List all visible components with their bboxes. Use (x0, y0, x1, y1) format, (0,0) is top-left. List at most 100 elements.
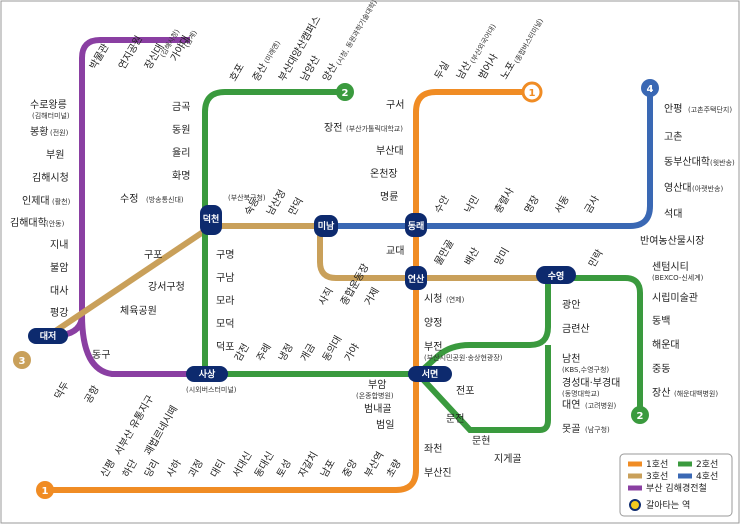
station-dongbaek[interactable]: 동백 (652, 315, 670, 327)
station-namcheon[interactable]: 남천 (562, 353, 580, 365)
station-buwon[interactable]: 부원 (46, 149, 64, 161)
station-yangjeong[interactable]: 양정 (424, 317, 442, 329)
station-jigegol[interactable]: 지게골 (494, 453, 522, 465)
station-jinae[interactable]: 지내 (50, 239, 68, 251)
station-deokpo[interactable]: 덕포 (216, 341, 234, 353)
transfer-suyeong[interactable]: 수영 (536, 266, 576, 284)
svg-text:연산: 연산 (408, 273, 425, 285)
svg-text:3: 3 (19, 356, 26, 367)
station-busandae[interactable]: 부산대 (376, 145, 404, 157)
line-1 (45, 89, 532, 493)
station-haeundae[interactable]: 해운대 (652, 338, 680, 351)
svg-text:(BEXCO-신세계): (BEXCO-신세계) (652, 273, 704, 282)
transfer-yeonsan[interactable]: 연산 (405, 266, 427, 290)
station-injedae[interactable]: 인제대 (22, 195, 50, 207)
transfer-deokcheon[interactable]: 덕천 (부산북구청) (200, 193, 266, 235)
station-yulli[interactable]: 율리 (172, 147, 190, 159)
station-guseo[interactable]: 구서 (386, 99, 404, 111)
svg-text:(전원): (전원) (50, 128, 69, 137)
station-anpyeong[interactable]: 안평 (664, 103, 682, 115)
svg-text:(동명대학교): (동명대학교) (562, 389, 600, 398)
svg-text:대저: 대저 (40, 330, 57, 342)
station-geumgok[interactable]: 금곡 (172, 101, 190, 113)
svg-text:(고촌주택단지): (고촌주택단지) (688, 105, 732, 114)
station-seokdae[interactable]: 석대 (664, 208, 682, 220)
station-mora[interactable]: 모라 (216, 295, 234, 307)
station-gochon[interactable]: 고촌 (664, 131, 682, 143)
svg-text:4호선: 4호선 (696, 471, 718, 482)
line-2-south (415, 345, 551, 433)
station-daeyeon[interactable]: 대연 (562, 399, 580, 411)
station-centum[interactable]: 센텀시티 (652, 261, 689, 273)
station-oncheonjang[interactable]: 온천장 (370, 168, 398, 180)
svg-text:(시외버스터미널): (시외버스터미널) (186, 385, 237, 394)
svg-text:(방송통신대): (방송통신대) (146, 195, 184, 204)
legend: 1호선 2호선 3호선 4호선 부산 김해경전철 갈아타는 역 (619, 453, 733, 517)
svg-text:2호선: 2호선 (696, 459, 718, 470)
station-gupo[interactable]: 구포 (144, 250, 162, 261)
station-bujeon[interactable]: 부전 (424, 341, 442, 353)
svg-text:(아랫반송): (아랫반송) (692, 184, 723, 193)
station-gimhae-city[interactable]: 김해시청 (32, 171, 69, 184)
station-gimhae-univ[interactable]: 김해대학 (10, 216, 47, 229)
station-donggu[interactable]: 동구 (92, 349, 110, 361)
station-daesa[interactable]: 대사 (50, 285, 68, 297)
svg-text:1: 1 (42, 486, 49, 497)
station-geumnyeonsan[interactable]: 금련산 (562, 323, 590, 335)
station-sujeong[interactable]: 수정 (120, 193, 138, 205)
transfer-daejeo[interactable]: 대저 (28, 328, 68, 344)
station-pyeonggang[interactable]: 평강 (50, 307, 68, 319)
svg-text:(부산시민공원·송상현광장): (부산시민공원·송상현광장) (424, 353, 503, 362)
svg-text:(활천): (활천) (52, 197, 71, 206)
station-dongbu-univ[interactable]: 동부산대학 (664, 156, 710, 168)
station-beomnaegol[interactable]: 범내골 (364, 403, 392, 415)
station-modeok[interactable]: 모덕 (216, 318, 234, 330)
svg-text:(부산가톨릭대학교): (부산가톨릭대학교) (346, 124, 403, 133)
station-bulam[interactable]: 불암 (50, 262, 68, 274)
station-cheyuk[interactable]: 체육공원 (120, 305, 157, 317)
svg-text:서면: 서면 (422, 368, 439, 380)
station-jungdong[interactable]: 중동 (652, 363, 670, 375)
svg-text:(안동): (안동) (46, 219, 65, 228)
station-museum-art[interactable]: 시립미술관 (652, 291, 698, 304)
svg-text:동래: 동래 (408, 220, 425, 232)
station-gwangan[interactable]: 광안 (562, 299, 580, 311)
station-munjeon[interactable]: 문전 (446, 413, 464, 425)
station-dongwon[interactable]: 동원 (172, 124, 190, 136)
station-myeongnyun[interactable]: 명륜 (380, 191, 398, 203)
svg-text:사상: 사상 (199, 368, 216, 380)
station-hwamyeong[interactable]: 화명 (172, 170, 190, 182)
svg-text:4: 4 (647, 84, 654, 95)
station-gunam[interactable]: 구남 (216, 272, 234, 284)
station-gangseo-gu[interactable]: 강서구청 (148, 281, 185, 293)
line-1-badge-bottom: 1 (36, 481, 54, 499)
line-bgl (44, 37, 195, 377)
station-bueam[interactable]: 부암 (368, 379, 386, 391)
transfer-seomyeon[interactable]: 서면 (408, 366, 452, 382)
station-gyeongseong[interactable]: 경성대·부경대 (562, 376, 620, 389)
station-yeongsan-univ[interactable]: 영산대 (664, 182, 692, 194)
station-gyodae[interactable]: 교대 (386, 245, 404, 257)
station-munhyeon[interactable]: 문현 (472, 435, 490, 447)
svg-text:(남구청): (남구청) (585, 425, 610, 434)
svg-text:(KBS,수영구청): (KBS,수영구청) (562, 365, 609, 374)
station-gumyeong[interactable]: 구명 (216, 249, 234, 261)
svg-text:(부산북구청): (부산북구청) (228, 193, 266, 202)
station-jangjeon[interactable]: 장전 (324, 122, 342, 134)
station-sicheong[interactable]: 시청 (424, 293, 442, 305)
station-motgol[interactable]: 못골 (562, 423, 580, 435)
svg-text:수영: 수영 (548, 270, 565, 282)
transfer-dongnae[interactable]: 동래 (405, 213, 427, 237)
station-busanjin[interactable]: 부산진 (424, 467, 452, 479)
station-banyeo[interactable]: 반여농산물시장 (640, 235, 704, 247)
station-beomil[interactable]: 범일 (376, 419, 394, 431)
station-jwacheon[interactable]: 좌천 (424, 443, 442, 455)
svg-text:(온종합병원): (온종합병원) (356, 391, 394, 400)
station-suroreung[interactable]: 수로왕릉 (30, 99, 67, 111)
station-jeonpo[interactable]: 전포 (456, 385, 474, 397)
transfer-sasang[interactable]: 사상 (시외버스터미널) (186, 366, 237, 394)
station-bonghwang[interactable]: 봉황 (30, 126, 48, 138)
line-3 (43, 223, 560, 341)
transfer-minam[interactable]: 미남 (314, 215, 338, 237)
station-jangsan[interactable]: 장산 (652, 387, 670, 399)
